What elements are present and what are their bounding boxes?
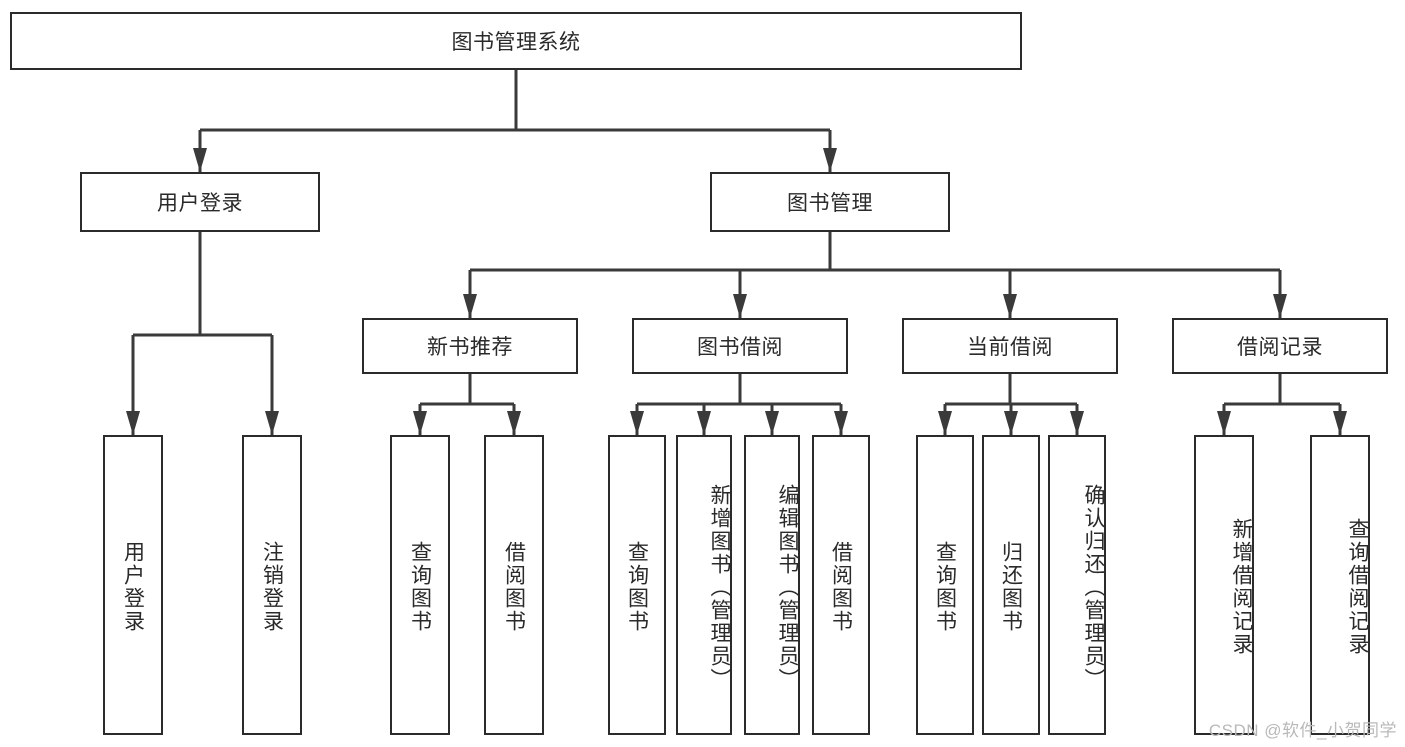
node-label: 新书推荐	[427, 336, 513, 359]
arrowhead-icon	[463, 294, 477, 318]
node-leaf-add-borrow-record: 新增借阅记录	[1194, 435, 1254, 735]
arrowhead-icon	[126, 411, 140, 435]
node-leaf-user-login: 用户登录	[103, 435, 163, 735]
node-user-login: 用户登录	[80, 172, 320, 232]
node-label: 借阅记录	[1237, 336, 1323, 359]
node-leaf-query-book-current: 查询图书	[916, 435, 974, 735]
node-leaf-query-book-rec: 查询图书	[390, 435, 450, 735]
node-label: 用户登录	[121, 541, 145, 633]
node-label: 借阅图书	[502, 541, 526, 633]
node-leaf-return-book: 归还图书	[982, 435, 1040, 735]
arrowhead-icon	[823, 148, 837, 172]
arrowhead-icon	[1070, 411, 1084, 435]
arrowhead-icon	[1004, 411, 1018, 435]
node-label: 图书借阅	[697, 336, 783, 359]
node-leaf-confirm-return-admin: 确认归还（管理员）	[1048, 435, 1106, 735]
arrowhead-icon	[1003, 294, 1017, 318]
node-label: 借阅图书	[829, 541, 853, 633]
arrowhead-icon	[413, 411, 427, 435]
node-label: 编辑图书（管理员）	[776, 483, 799, 691]
arrowhead-icon	[1217, 411, 1231, 435]
arrowhead-icon	[938, 411, 952, 435]
arrowhead-icon	[507, 411, 521, 435]
arrowhead-icon	[834, 411, 848, 435]
arrowhead-icon	[733, 294, 747, 318]
node-leaf-borrow-book-rec: 借阅图书	[484, 435, 544, 735]
node-book-manage: 图书管理	[710, 172, 950, 232]
node-label: 新增图书（管理员）	[708, 483, 731, 691]
node-label: 注销登录	[260, 541, 284, 633]
node-label: 图书管理	[787, 192, 873, 215]
node-label: 当前借阅	[967, 336, 1053, 359]
node-label: 查询图书	[408, 541, 432, 633]
node-leaf-add-book-admin: 新增图书（管理员）	[676, 435, 732, 735]
node-leaf-borrow-book: 借阅图书	[812, 435, 870, 735]
node-leaf-edit-book-admin: 编辑图书（管理员）	[744, 435, 800, 735]
node-leaf-logout: 注销登录	[242, 435, 302, 735]
node-label: 图书管理系统	[451, 31, 581, 54]
node-label: 查询借阅记录	[1346, 518, 1369, 656]
watermark: CSDN @软件_小贺同学	[1208, 721, 1397, 740]
arrowhead-icon	[193, 148, 207, 172]
arrowhead-icon	[1273, 294, 1287, 318]
node-borrow-record: 借阅记录	[1172, 318, 1388, 374]
node-root: 图书管理系统	[10, 12, 1022, 70]
arrowhead-icon	[630, 411, 644, 435]
node-label: 查询图书	[625, 541, 649, 633]
node-label: 归还图书	[999, 541, 1023, 633]
arrowhead-icon	[697, 411, 711, 435]
arrowhead-icon	[265, 411, 279, 435]
node-current-borrow: 当前借阅	[902, 318, 1118, 374]
arrowhead-icon	[1333, 411, 1347, 435]
node-leaf-query-borrow-record: 查询借阅记录	[1310, 435, 1370, 735]
node-leaf-query-book-borrow: 查询图书	[608, 435, 666, 735]
node-new-book-recommend: 新书推荐	[362, 318, 578, 374]
arrowhead-icon	[765, 411, 779, 435]
node-label: 确认归还（管理员）	[1082, 483, 1105, 691]
node-label: 新增借阅记录	[1230, 518, 1253, 656]
node-label: 用户登录	[157, 192, 243, 215]
node-label: 查询图书	[933, 541, 957, 633]
node-book-borrow: 图书借阅	[632, 318, 848, 374]
